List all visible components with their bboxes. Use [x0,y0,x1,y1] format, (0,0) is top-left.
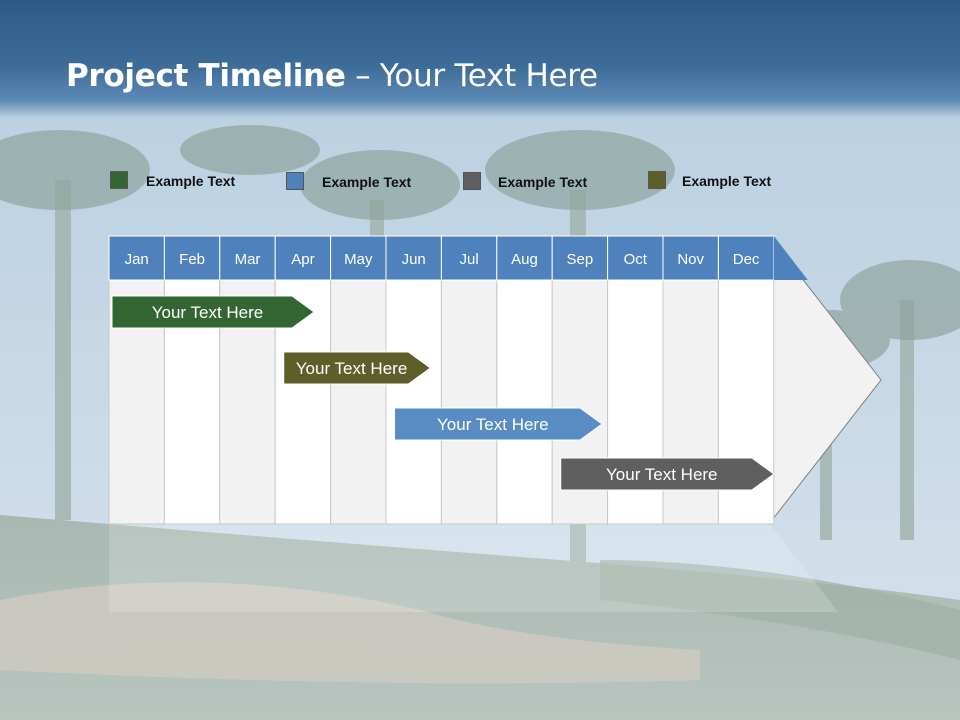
month-label-jun: Jun [402,251,426,268]
month-label-jul: Jul [460,251,479,268]
task-bar-label-4: Your Text Here [606,465,718,484]
task-bar-2[interactable]: Your Text Here [283,351,432,385]
legend-label-4: Example Text [682,173,772,189]
month-header-cell-aug [496,235,553,281]
month-label-feb: Feb [179,251,205,268]
task-bar-3[interactable]: Your Text Here [394,407,603,441]
month-column-may [330,279,387,525]
month-header-row: Jan Feb Mar Apr May Jun Jul Aug Sep Oct Nov Dec [108,235,808,281]
month-label-nov: Nov [677,251,704,268]
month-header-cell-feb [163,235,221,281]
legend-label-1: Example Text [146,173,236,189]
page-title: Project Timeline – Your Text Here [66,58,598,94]
month-column-jun [385,279,442,525]
task-bar-shape-2[interactable] [283,351,432,385]
legend-label-2: Example Text [322,174,412,190]
task-bar-shape-3[interactable] [394,407,603,441]
task-bar-shape-4[interactable] [560,457,775,491]
month-header-cell-jun [385,235,442,281]
legend-swatch-4 [648,171,666,189]
timeline-reflection [109,524,838,612]
task-bar-label-2: Your Text Here [296,359,408,378]
month-label-oct: Oct [624,251,648,268]
month-label-apr: Apr [291,251,314,268]
month-label-jan: Jan [125,251,149,268]
title-rest: – Your Text Here [345,58,598,94]
header-arrow-tip [773,236,808,280]
month-header-cell-apr [274,235,332,281]
month-label-aug: Aug [511,251,538,268]
task-bar-4[interactable]: Your Text Here [560,457,775,491]
task-bar-1[interactable]: Your Text Here [111,295,315,329]
legend-label-3: Example Text [498,174,588,190]
month-header-cell-jan [108,235,165,281]
task-bar-label-1: Your Text Here [152,303,264,322]
month-header-cell-nov [662,235,719,281]
month-label-mar: Mar [235,251,261,268]
title-bold: Project Timeline [66,58,346,94]
month-label-sep: Sep [567,251,594,268]
month-label-dec: Dec [733,251,760,268]
legend-swatch-2 [286,172,304,190]
month-column-jul [440,279,498,525]
month-header-cell-mar [219,235,276,281]
legend-swatch-1 [110,171,128,189]
month-header-cell-dec [717,235,775,281]
month-header-cell-oct [607,235,664,281]
task-bar-label-3: Your Text Here [437,415,549,434]
title-banner: Project Timeline – Your Text Here [0,0,960,118]
task-bar-shape-1[interactable] [111,295,315,329]
month-label-may: May [344,251,373,268]
legend-swatch-3 [463,172,481,190]
month-header-cell-may [330,235,387,281]
month-column-aug [496,279,553,525]
